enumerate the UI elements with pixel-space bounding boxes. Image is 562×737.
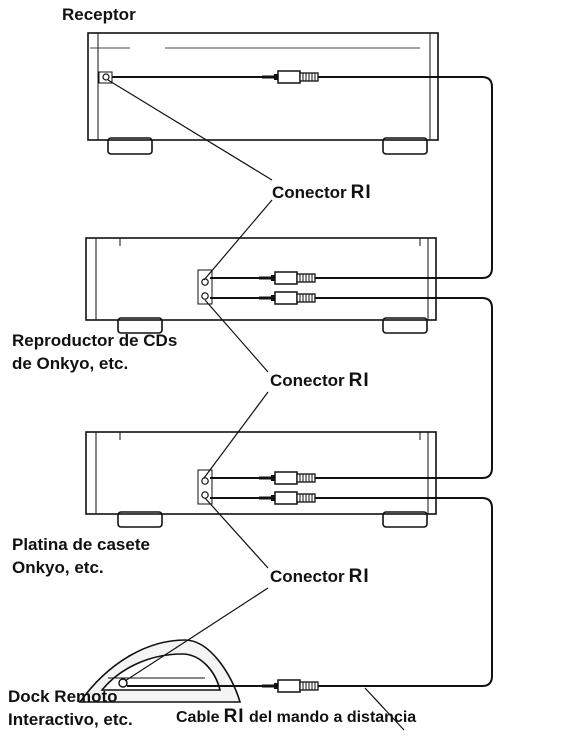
cd-player-device bbox=[85, 237, 437, 334]
plug-cassette-1 bbox=[210, 471, 316, 485]
receiver-label: Receptor bbox=[62, 5, 136, 24]
cable-prefix: Cable bbox=[176, 709, 220, 726]
cd-player-label-line2: de Onkyo, etc. bbox=[12, 354, 129, 373]
ri-logo-icon: RI bbox=[223, 706, 245, 727]
dock-label-line2: Interactivo, etc. bbox=[8, 710, 133, 729]
cd-player-label-line1: Reproductor de CDs bbox=[12, 331, 178, 350]
plug-cd-1 bbox=[210, 271, 316, 285]
cassette-label-line1: Platina de casete bbox=[12, 535, 150, 554]
ri-logo-icon: RI bbox=[348, 370, 370, 391]
receiver-device bbox=[87, 32, 439, 155]
leader-lines bbox=[107, 79, 405, 731]
plug-dock bbox=[127, 679, 319, 693]
cables bbox=[315, 76, 493, 687]
ri-logo-icon: RI bbox=[350, 182, 372, 203]
ri-logo-icon: RI bbox=[348, 566, 370, 587]
connector-text: Conector bbox=[270, 371, 345, 390]
dock-label-line1: Dock Remoto bbox=[8, 687, 118, 706]
connector-text: Conector bbox=[272, 183, 347, 202]
cassette-deck-device bbox=[85, 431, 437, 528]
plug-cassette-2 bbox=[210, 491, 316, 505]
connector-text: Conector bbox=[270, 567, 345, 586]
cassette-label-line2: Onkyo, etc. bbox=[12, 558, 104, 577]
plug-receiver bbox=[112, 70, 319, 84]
plug-cd-2 bbox=[210, 291, 316, 305]
cable-suffix: del mando a distancia bbox=[249, 709, 417, 726]
